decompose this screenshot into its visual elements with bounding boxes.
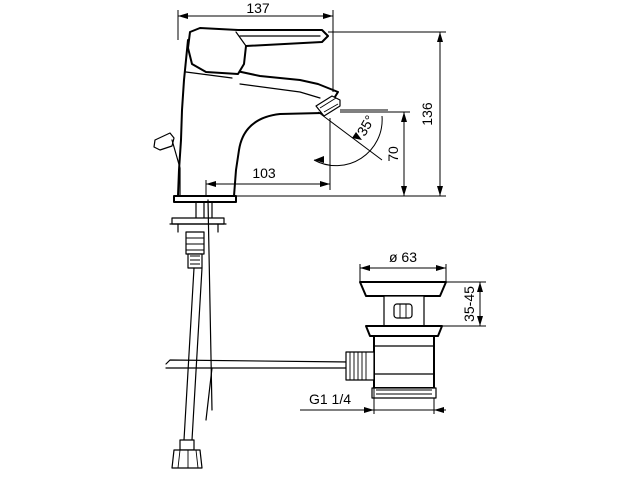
label-spout-reach: 103 xyxy=(252,165,276,181)
dimension-overall-length: 137 xyxy=(177,0,334,92)
dimension-spout-height: 70 xyxy=(236,111,446,197)
popup-knob xyxy=(153,132,181,197)
label-drain-thread: G1 1/4 xyxy=(309,391,351,407)
aerator xyxy=(315,95,341,117)
dimension-overall-height: 136 xyxy=(328,31,446,196)
dimension-drain-diameter: ø 63 xyxy=(359,249,447,282)
label-overall-height: 136 xyxy=(419,102,435,126)
faucet-body xyxy=(177,39,339,197)
supply-hose xyxy=(171,267,203,469)
drain-assembly xyxy=(345,281,447,399)
mounting-plate xyxy=(169,195,237,269)
linkage-rod xyxy=(165,359,351,369)
dimension-spout-reach: 103 xyxy=(205,118,331,196)
label-overall-length: 137 xyxy=(246,0,270,16)
dimension-spout-angle: 35° xyxy=(313,109,388,167)
label-spout-height: 70 xyxy=(385,146,401,162)
dimension-drain-height: 35-45 xyxy=(442,281,486,327)
lever-handle xyxy=(187,27,329,75)
popup-rod xyxy=(205,199,213,421)
label-drain-diameter: ø 63 xyxy=(389,249,417,265)
label-drain-height: 35-45 xyxy=(461,286,477,322)
dimension-drain-thread: G1 1/4 xyxy=(300,388,446,414)
